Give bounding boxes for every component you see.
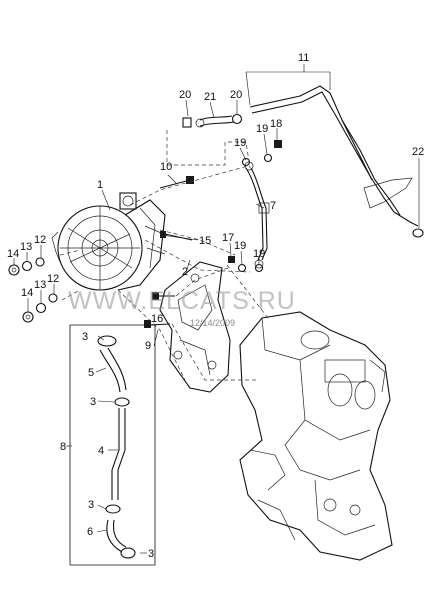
callout-3: 3	[82, 331, 88, 343]
callout-6: 6	[87, 526, 93, 538]
alternator-bracket	[159, 261, 231, 393]
assembly-lines	[59, 130, 269, 381]
callout-labels: 1 2 3 3 3 3 4 5 6 7 8 9 10 11 12 12 13 1…	[7, 52, 424, 560]
callout-17: 17	[222, 232, 234, 244]
callout-19: 19	[234, 240, 246, 252]
callout-15: 15	[199, 235, 211, 247]
oil-pipe-7	[244, 161, 270, 269]
callout-10: 10	[160, 161, 172, 173]
callout-21: 21	[204, 91, 216, 103]
callout-9: 9	[145, 340, 151, 352]
clamp-20	[182, 113, 243, 128]
alternator	[51, 192, 169, 291]
callout-3: 3	[90, 396, 96, 408]
callout-19: 19	[256, 123, 268, 135]
leader-lines	[13, 64, 420, 554]
callout-7: 7	[270, 200, 276, 212]
callout-19: 19	[234, 137, 246, 149]
callout-11: 11	[298, 52, 309, 64]
callout-14: 14	[21, 287, 33, 299]
bolt-10	[159, 176, 194, 189]
callout-13: 13	[34, 279, 46, 291]
callout-4: 4	[98, 445, 104, 457]
bolt-16	[152, 292, 175, 300]
date-stamp: 12/14/2009	[190, 318, 235, 328]
callout-1: 1	[97, 179, 103, 191]
callout-20: 20	[230, 89, 242, 101]
callout-2: 2	[182, 266, 188, 278]
callout-13: 13	[20, 241, 32, 253]
callout-19: 19	[253, 248, 265, 260]
callout-16: 16	[151, 313, 163, 325]
hose-set-frame	[69, 324, 156, 566]
callout-3: 3	[88, 499, 94, 511]
callout-22: 22	[412, 146, 424, 158]
callout-18: 18	[270, 118, 282, 130]
banjo-upper	[241, 140, 282, 167]
watermark-text: WWW.ELCATS.RU	[68, 287, 296, 315]
hose-21	[195, 115, 235, 128]
callout-3: 3	[148, 548, 154, 560]
callout-12: 12	[47, 273, 59, 285]
hose-6	[106, 519, 127, 553]
return-pipe-11	[249, 85, 424, 238]
banjo-lower	[228, 256, 264, 273]
hose-5	[99, 347, 127, 393]
pipe-4	[111, 408, 126, 500]
callout-14: 14	[7, 248, 19, 260]
engine-block	[239, 311, 393, 561]
callout-12: 12	[34, 234, 46, 246]
callout-20: 20	[179, 89, 191, 101]
bolt-15	[160, 231, 193, 241]
callout-5: 5	[88, 367, 94, 379]
callout-8: 8	[60, 441, 66, 453]
